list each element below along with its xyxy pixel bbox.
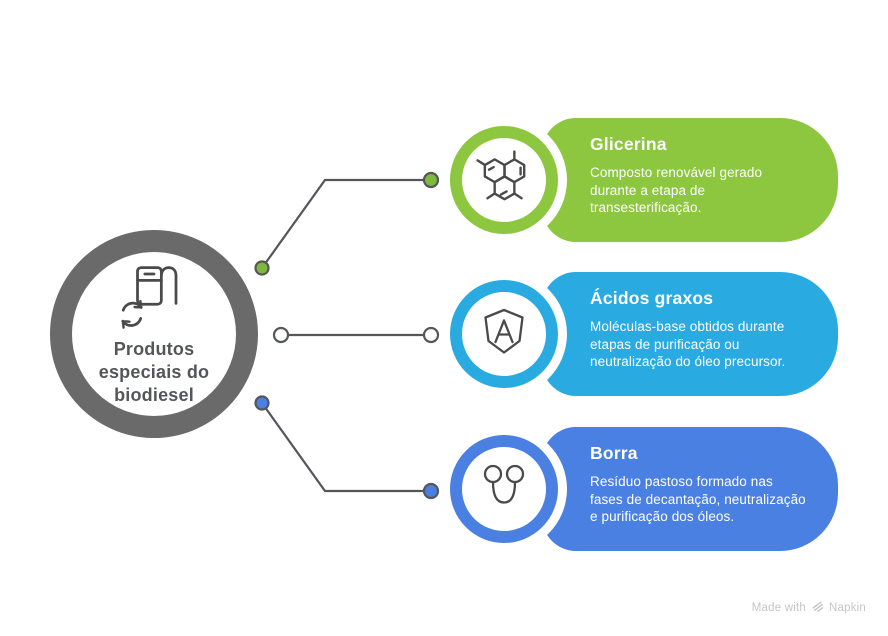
napkin-credit: Made with Napkin (752, 600, 866, 616)
connector-dot-bottom-left (254, 395, 270, 411)
connector-dot-bottom-right (422, 482, 440, 500)
item-icon-circle-glicerina (450, 126, 558, 234)
connector-line-bottom (261, 402, 431, 493)
item-card-borra: Borra Resíduo pastoso formado nas fases … (542, 427, 838, 551)
item-description: Moléculas-base obtidos durante etapas de… (590, 319, 786, 369)
connector-dot-top-right (422, 171, 440, 189)
napkin-logo-icon (811, 600, 824, 616)
item-title: Borra (590, 443, 638, 463)
item-icon-circle-acidos-graxos (450, 280, 558, 388)
connector-dot-top-left (254, 260, 270, 276)
center-node: Produtos especiais do biodiesel (50, 230, 258, 438)
connector-dot-middle-right (422, 326, 440, 344)
item-title: Glicerina (590, 134, 667, 154)
u-loop-icon (476, 459, 532, 520)
molecule-icon (475, 149, 533, 212)
item-icon-circle-borra (450, 435, 558, 543)
made-with-label: Made with (751, 602, 806, 614)
shield-a-icon (476, 304, 532, 365)
item-title: Ácidos graxos (590, 288, 714, 308)
fuel-pump-recycle-icon (115, 263, 193, 334)
item-card-acidos-graxos: Ácidos graxos Moléculas-base obtidos dur… (542, 272, 838, 396)
center-title: Produtos especiais do biodiesel (98, 339, 210, 405)
connector-line-top (261, 178, 431, 269)
item-description: Composto renovável gerado durante a etap… (590, 165, 763, 215)
connector-dot-middle-left (272, 326, 290, 344)
item-card-glicerina: Glicerina Composto renovável gerado dura… (542, 118, 838, 242)
brand-label: Napkin (829, 602, 866, 614)
item-description: Resíduo pastoso formado nas fases de dec… (590, 474, 806, 524)
